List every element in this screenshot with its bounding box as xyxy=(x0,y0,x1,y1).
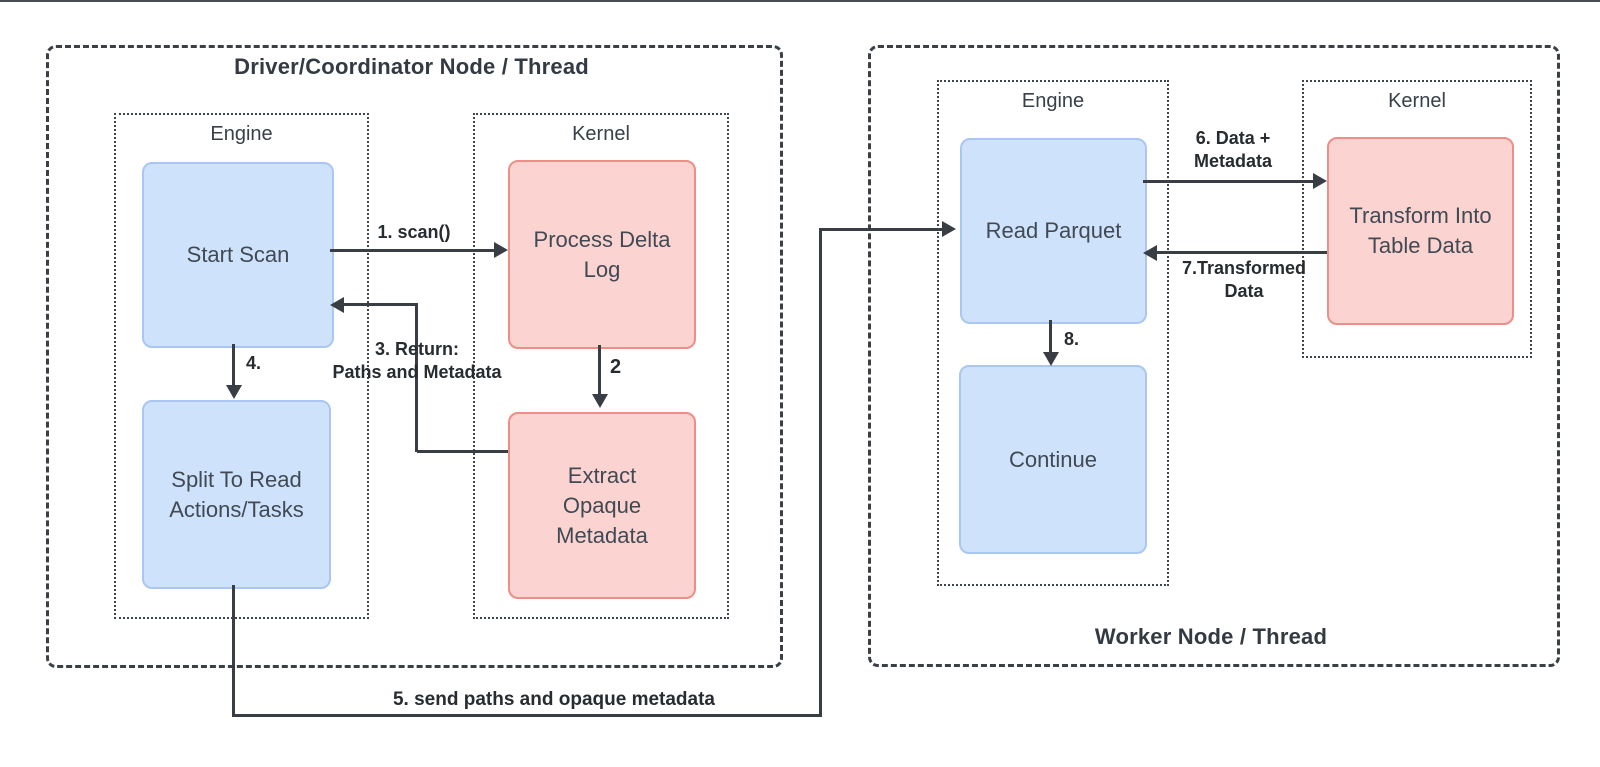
arrow-7-head xyxy=(1143,245,1157,261)
top-border-line xyxy=(0,0,1600,2)
driver-group-title: Driver/Coordinator Node / Thread xyxy=(234,54,589,79)
read-parquet-node: Read Parquet xyxy=(960,138,1147,324)
process-delta-log-line2: Log xyxy=(583,256,621,282)
arrow-7-label-line2: Data xyxy=(1224,281,1264,301)
split-to-read-node: Split To Read Actions/Tasks xyxy=(142,400,331,589)
arrow-6-label-line2: Metadata xyxy=(1193,151,1273,171)
transform-line2: Table Data xyxy=(1367,233,1474,258)
arrow-4-label: 4. xyxy=(246,353,262,373)
arrow-8-label: 8. xyxy=(1064,329,1080,349)
process-delta-log-node: Process Delta Log xyxy=(508,160,696,349)
worker-engine-lane-title: Engine xyxy=(1021,90,1085,112)
worker-group-border xyxy=(868,45,1560,667)
arrow-1-label: 1. scan() xyxy=(377,222,451,242)
arrow-3-head xyxy=(330,297,344,313)
split-to-read-line2: Actions/Tasks xyxy=(169,496,304,522)
arrow-6-head xyxy=(1313,173,1327,189)
continue-label: Continue xyxy=(1008,446,1098,472)
worker-group-title: Worker Node / Thread xyxy=(1094,624,1328,649)
arrow-5-head xyxy=(942,221,956,237)
process-delta-log-line1: Process Delta xyxy=(533,226,671,252)
arrow-2-label: 2 xyxy=(610,356,622,378)
arrow-7-label-line1: 7.Transformed xyxy=(1181,258,1307,278)
start-scan-node: Start Scan xyxy=(142,162,334,348)
arrow-5-label: 5. send paths and opaque metadata xyxy=(392,689,716,710)
arrow-1-head xyxy=(494,242,508,258)
arrow-7-label: 7.Transformed Data xyxy=(1145,257,1343,303)
driver-engine-lane-title: Engine xyxy=(210,123,273,145)
worker-engine-lane: Engine xyxy=(937,80,1169,586)
transform-line1: Transform Into xyxy=(1349,203,1492,228)
arrow-4-head xyxy=(226,385,242,399)
extract-opaque-metadata-node: Extract Opaque Metadata xyxy=(508,412,696,599)
split-to-read-line1: Split To Read xyxy=(171,466,302,492)
arrow-6-label-line1: 6. Data + xyxy=(1195,128,1271,148)
arrow-2-head xyxy=(592,394,608,408)
driver-group-border xyxy=(46,45,783,668)
start-scan-label: Start Scan xyxy=(186,242,290,267)
arrow-8-head xyxy=(1043,352,1059,366)
driver-engine-lane: Engine xyxy=(114,113,369,619)
extract-opaque-line1: Extract xyxy=(567,462,637,488)
worker-kernel-lane: Kernel xyxy=(1302,80,1532,358)
arrow-3-label-line1: 3. Return: xyxy=(374,339,459,359)
arrow-3-label-line2: Paths and Metadata xyxy=(332,362,502,382)
extract-opaque-line2: Opaque xyxy=(562,492,642,518)
driver-kernel-lane: Kernel xyxy=(473,113,729,619)
driver-kernel-lane-title: Kernel xyxy=(572,123,630,145)
arrow-6-label: 6. Data + Metadata xyxy=(1167,127,1299,173)
extract-opaque-line3: Metadata xyxy=(556,522,648,548)
transform-node: Transform Into Table Data xyxy=(1327,137,1514,325)
continue-node: Continue xyxy=(959,365,1147,554)
worker-kernel-lane-title: Kernel xyxy=(1388,90,1446,112)
arrow-3-label: 3. Return: Paths and Metadata xyxy=(317,338,517,384)
read-parquet-label: Read Parquet xyxy=(985,218,1122,243)
